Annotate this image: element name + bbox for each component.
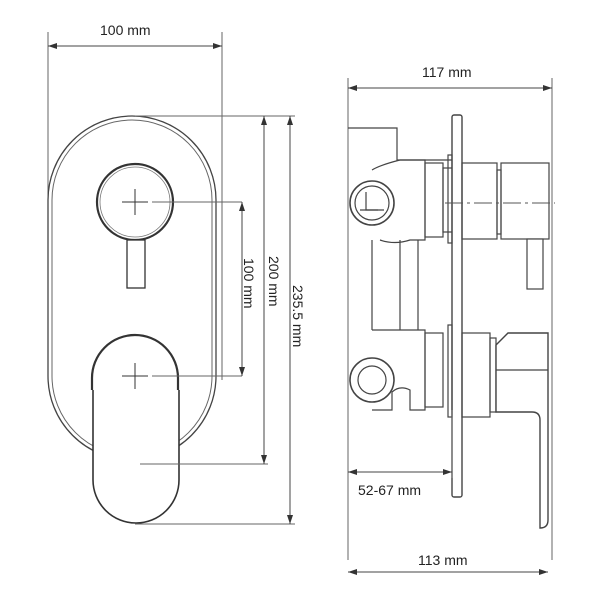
wall-depth-range-label: 52-67 mm <box>358 482 422 498</box>
front-width-label: 100 mm <box>100 22 151 38</box>
front-view <box>47 32 295 525</box>
mixer-lever <box>92 390 180 524</box>
side-view <box>347 78 555 575</box>
side-total-depth-label: 117 mm <box>422 64 472 80</box>
plate-height-label: 200 mm <box>266 256 282 307</box>
knob-lever-spacing-label: 100 mm <box>241 258 257 309</box>
lever-side-profile <box>495 332 549 529</box>
overall-height-label: 235.5 mm <box>290 285 306 348</box>
side-base-depth-label: 113 mm <box>418 552 468 568</box>
